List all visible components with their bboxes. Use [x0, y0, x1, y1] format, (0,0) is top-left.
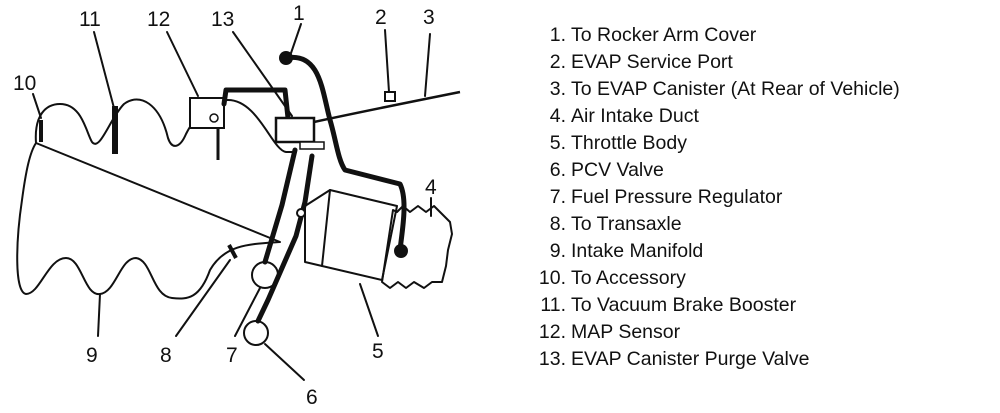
pcv-valve: [243, 320, 269, 346]
transaxle-port: [227, 244, 238, 259]
purge-valve-bracket: [299, 141, 325, 150]
pcv-hose-coupling: [296, 208, 306, 218]
callout-8: 8: [160, 344, 172, 367]
pcv-hose: [255, 153, 315, 324]
legend-item: 6.PCV Valve: [549, 159, 664, 181]
throttle-body-edge: [321, 189, 331, 267]
leader-12: [166, 31, 199, 97]
legend-item: 7.Fuel Pressure Regulator: [549, 186, 783, 208]
leader-13: [232, 31, 293, 117]
callout-9: 9: [86, 344, 98, 367]
legend-item: 4.Air Intake Duct: [549, 105, 699, 127]
callout-7: 7: [226, 344, 238, 367]
leader-8: [175, 259, 231, 337]
legend-item: 12.MAP Sensor: [538, 321, 681, 343]
callout-13: 13: [211, 8, 234, 31]
legend-item: 5.Throttle Body: [549, 132, 687, 154]
regulator-hose: [262, 147, 298, 265]
leader-6: [264, 343, 305, 381]
legend-item: 8.To Transaxle: [549, 213, 682, 235]
leader-3: [424, 33, 431, 97]
map-sensor-hose: [221, 87, 291, 121]
leader-2: [384, 29, 390, 93]
leader-11: [93, 31, 115, 109]
air-duct-fitting: [394, 244, 408, 258]
legend-item: 13.EVAP Canister Purge Valve: [538, 348, 810, 370]
legend-list: 1.To Rocker Arm Cover 2.EVAP Service Por…: [538, 22, 900, 373]
air-intake-duct: [381, 205, 453, 289]
legend-item: 10.To Accessory: [538, 267, 686, 289]
legend-item: 1.To Rocker Arm Cover: [549, 24, 757, 46]
evap-service-port: [384, 91, 396, 102]
legend-item: 3.To EVAP Canister (At Rear of Vehicle): [549, 78, 900, 100]
map-sensor-port: [209, 113, 219, 123]
leader-5: [359, 283, 379, 337]
callout-2: 2: [375, 6, 387, 29]
leader-7: [234, 287, 261, 337]
legend-item: 2.EVAP Service Port: [549, 51, 733, 73]
rocker-cover-hose: [283, 54, 407, 253]
leader-1: [289, 23, 302, 57]
callout-3: 3: [423, 6, 435, 29]
leader-10: [32, 93, 42, 119]
callout-6: 6: [306, 386, 318, 409]
throttle-body: [304, 189, 398, 281]
callout-5: 5: [372, 340, 384, 363]
legend-item: 9.Intake Manifold: [549, 240, 704, 262]
legend-item: 11.To Vacuum Brake Booster: [540, 294, 797, 316]
callout-1: 1: [293, 2, 305, 25]
callout-12: 12: [147, 8, 170, 31]
map-sensor: [189, 97, 225, 129]
callout-10: 10: [13, 72, 36, 95]
callout-4: 4: [425, 176, 437, 199]
evap-purge-valve: [274, 116, 316, 144]
leader-9: [97, 293, 101, 337]
callout-11: 11: [79, 8, 101, 31]
